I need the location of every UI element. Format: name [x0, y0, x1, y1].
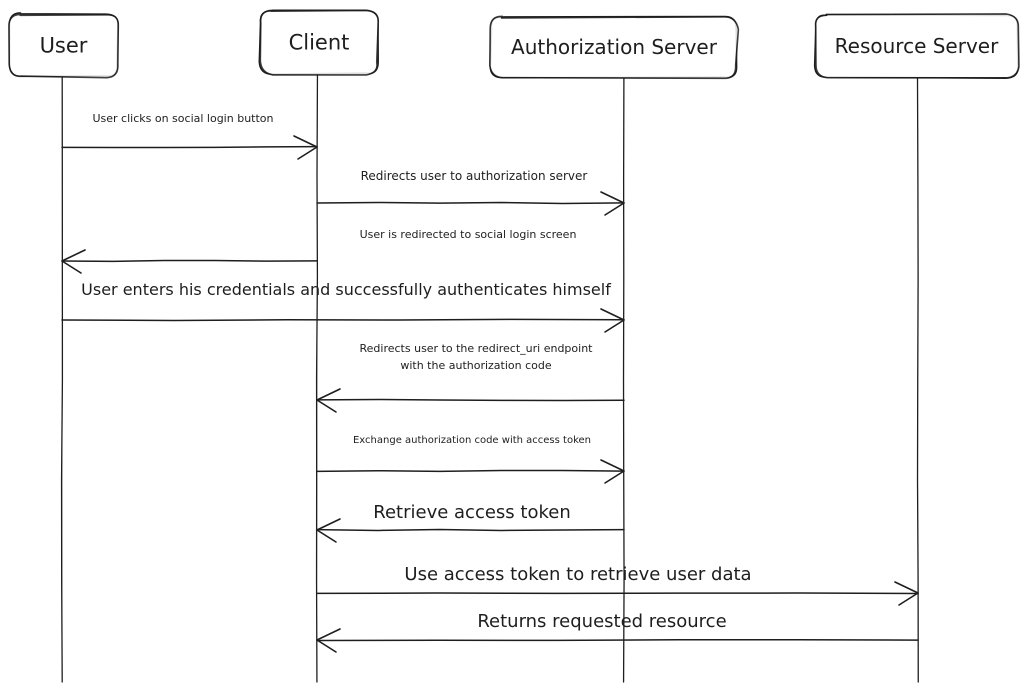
lifelines-layer — [60, 73, 919, 683]
messages-layer: User clicks on social login buttonRedire… — [61, 112, 919, 653]
message-m5[interactable]: Redirects user to the redirect_uri endpo… — [316, 342, 625, 413]
message-label-line: Retrieve access token — [373, 502, 570, 523]
message-label-line: with the authorization code — [400, 359, 552, 372]
message-m7[interactable]: Retrieve access token — [316, 502, 625, 543]
message-label-line: User is redirected to social login scree… — [360, 228, 577, 241]
message-m2[interactable]: Redirects user to authorization server — [316, 169, 625, 216]
participant-label-user: User — [40, 34, 88, 58]
message-label-m1: User clicks on social login button — [92, 112, 273, 125]
message-label-m3: User is redirected to social login scree… — [360, 228, 577, 241]
message-m9[interactable]: Returns requested resource — [316, 611, 919, 653]
message-line-m6 — [316, 469, 625, 473]
participant-box-outline-client — [259, 9, 380, 76]
message-line-m5 — [316, 398, 625, 402]
lifeline-user — [60, 76, 64, 683]
message-label-line: Returns requested resource — [477, 611, 726, 632]
arrowhead-m4 — [600, 308, 625, 333]
participant-box-outline-resource-server — [814, 13, 1020, 79]
message-line-m1 — [61, 145, 318, 149]
participant-label-client: Client — [289, 31, 350, 55]
participant-label-resource-server: Resource Server — [835, 34, 999, 58]
participant-label-authorization-server: Authorization Server — [511, 35, 718, 59]
participants-layer: User Client Authorization Server Resource S… — [8, 9, 1020, 80]
message-label-line: Redirects user to authorization server — [361, 169, 588, 183]
arrowhead-m1 — [293, 135, 318, 160]
message-label-m2: Redirects user to authorization server — [361, 169, 588, 183]
message-line-m7 — [316, 528, 625, 532]
lifeline-resource-server — [916, 77, 919, 683]
message-label-m7: Retrieve access token — [373, 502, 570, 523]
message-label-m6: Exchange authorization code with access … — [353, 435, 591, 446]
message-label-line: Redirects user to the redirect_uri endpo… — [360, 342, 594, 355]
message-label-line: User clicks on social login button — [92, 112, 273, 125]
arrowhead-m2 — [600, 191, 625, 216]
message-line-m3 — [61, 259, 318, 263]
message-line-m2 — [316, 201, 625, 205]
message-m8[interactable]: Use access token to retrieve user data — [316, 564, 919, 606]
message-m3[interactable]: User is redirected to social login scree… — [61, 228, 577, 274]
message-label-m9: Returns requested resource — [477, 611, 726, 632]
message-label-m8: Use access token to retrieve user data — [404, 564, 751, 585]
message-label-line: User enters his credentials and successf… — [81, 280, 611, 299]
message-label-m5: Redirects user to the redirect_uri endpo… — [360, 342, 594, 372]
participant-box-outline-authorization-server — [489, 15, 740, 80]
arrowhead-m7 — [316, 518, 341, 543]
arrowhead-m8 — [894, 581, 919, 606]
message-label-line: Use access token to retrieve user data — [404, 564, 751, 585]
arrowhead-m6 — [600, 459, 625, 484]
message-m1[interactable]: User clicks on social login button — [61, 112, 318, 160]
participant-box-outline-user — [8, 13, 120, 79]
lifeline-client — [315, 73, 319, 683]
message-line-m9 — [316, 638, 919, 642]
arrowhead-m5 — [316, 388, 341, 413]
participant-resource-server[interactable]: Resource Server — [813, 13, 1020, 79]
message-label-line: Exchange authorization code with access … — [353, 435, 591, 446]
arrowhead-m3 — [61, 249, 86, 274]
message-m4[interactable]: User enters his credentials and successf… — [61, 280, 625, 333]
lifeline-authorization-server — [622, 77, 625, 683]
message-line-m4 — [61, 318, 625, 322]
arrowhead-m9 — [316, 628, 341, 653]
participant-client[interactable]: Client — [258, 9, 380, 76]
message-label-m4: User enters his credentials and successf… — [81, 280, 611, 299]
participant-authorization-server[interactable]: Authorization Server — [489, 15, 740, 80]
message-m6[interactable]: Exchange authorization code with access … — [316, 435, 625, 484]
participant-user[interactable]: User — [8, 12, 120, 79]
